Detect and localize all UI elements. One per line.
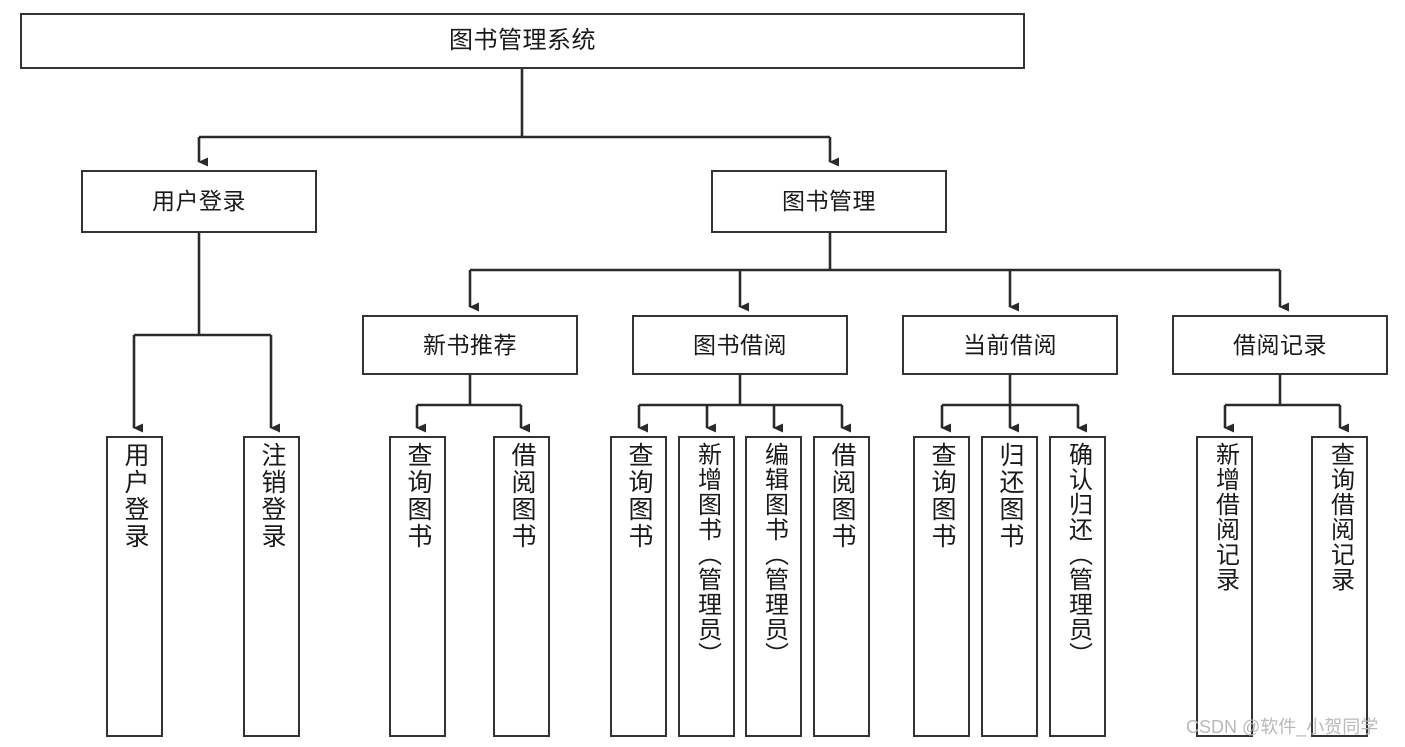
- leaf-record-add-borrow-record[interactable]: 新增借阅记录: [1196, 436, 1253, 737]
- leaf-current-return-book[interactable]: 归还图书: [981, 436, 1038, 737]
- node-label: 借阅图书: [828, 442, 856, 550]
- node-label: 确认归还（管理员）: [1064, 442, 1092, 667]
- node-label: 归还图书: [996, 442, 1024, 550]
- leaf-current-confirm-return-admin[interactable]: 确认归还（管理员）: [1049, 436, 1106, 737]
- node-borrowing-record[interactable]: 借阅记录: [1172, 315, 1388, 375]
- node-label: 当前借阅: [963, 331, 1057, 358]
- leaf-borrow-borrow-book[interactable]: 借阅图书: [813, 436, 870, 737]
- node-current-borrowing[interactable]: 当前借阅: [902, 315, 1118, 375]
- csdn-watermark: CSDN @软件_小贺同学: [1186, 717, 1379, 737]
- node-label: 查询借阅记录: [1326, 442, 1354, 592]
- node-label: 编辑图书（管理员）: [760, 442, 788, 667]
- node-label: 图书管理: [782, 188, 876, 215]
- node-label: 新增图书（管理员）: [693, 442, 721, 667]
- node-user-login[interactable]: 用户登录: [81, 170, 317, 233]
- node-label: 查询图书: [404, 442, 432, 550]
- node-label: 用户登录: [152, 188, 246, 215]
- leaf-record-query-borrow-record[interactable]: 查询借阅记录: [1311, 436, 1368, 737]
- leaf-user-logout[interactable]: 注销登录: [243, 436, 300, 737]
- node-book-borrowing[interactable]: 图书借阅: [632, 315, 848, 375]
- node-new-book-recommendation[interactable]: 新书推荐: [362, 315, 578, 375]
- leaf-current-query-book[interactable]: 查询图书: [913, 436, 970, 737]
- node-label: 借阅记录: [1233, 331, 1327, 358]
- node-root-book-management-system[interactable]: 图书管理系统: [20, 13, 1025, 69]
- node-label: 用户登录: [121, 442, 149, 550]
- node-label: 查询图书: [625, 442, 653, 550]
- node-book-management[interactable]: 图书管理: [711, 170, 947, 233]
- leaf-borrow-add-book-admin[interactable]: 新增图书（管理员）: [678, 436, 735, 737]
- leaf-recommend-query-book[interactable]: 查询图书: [389, 436, 446, 737]
- node-label: 图书借阅: [693, 331, 787, 358]
- node-label: 新增借阅记录: [1211, 442, 1239, 592]
- leaf-user-login[interactable]: 用户登录: [106, 436, 163, 737]
- leaf-borrow-query-book[interactable]: 查询图书: [610, 436, 667, 737]
- node-label: 新书推荐: [423, 331, 517, 358]
- node-label: 图书管理系统: [449, 27, 596, 55]
- node-label: 借阅图书: [508, 442, 536, 550]
- leaf-borrow-edit-book-admin[interactable]: 编辑图书（管理员）: [745, 436, 802, 737]
- node-label: 查询图书: [928, 442, 956, 550]
- leaf-recommend-borrow-book[interactable]: 借阅图书: [493, 436, 550, 737]
- node-label: 注销登录: [258, 442, 286, 550]
